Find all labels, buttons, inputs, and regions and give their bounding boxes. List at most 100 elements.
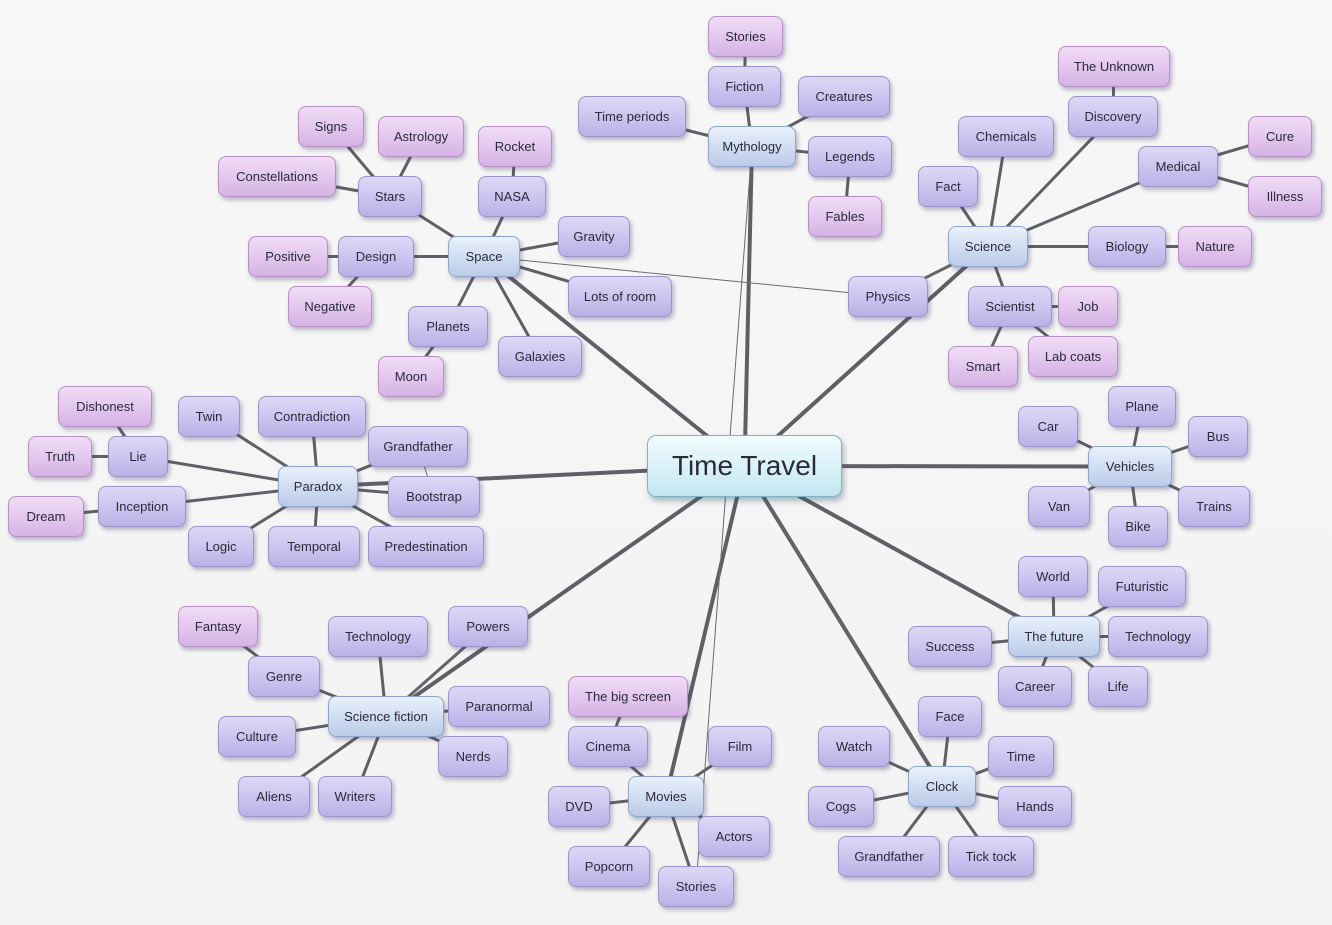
topic-node-pa-dream[interactable]: Dream bbox=[8, 496, 84, 537]
topic-node-sc-nature[interactable]: Nature bbox=[1178, 226, 1252, 267]
topic-node-cl-ticktock[interactable]: Tick tock bbox=[948, 836, 1034, 877]
topic-node-myth-timeperiods[interactable]: Time periods bbox=[578, 96, 686, 137]
topic-node-pa-dishonest[interactable]: Dishonest bbox=[58, 386, 152, 427]
topic-node-clock[interactable]: Clock bbox=[908, 766, 976, 807]
central-topic-root[interactable]: Time Travel bbox=[647, 435, 842, 497]
topic-node-sf-powers[interactable]: Powers bbox=[448, 606, 528, 647]
topic-node-mo-actors[interactable]: Actors bbox=[698, 816, 770, 857]
topic-node-myth-fables[interactable]: Fables bbox=[808, 196, 882, 237]
topic-node-pa-inception[interactable]: Inception bbox=[98, 486, 186, 527]
topic-node-sc-chemicals[interactable]: Chemicals bbox=[958, 116, 1054, 157]
topic-node-sp-signs[interactable]: Signs bbox=[298, 106, 364, 147]
connector-line bbox=[384, 464, 747, 719]
topic-node-sc-discovery[interactable]: Discovery bbox=[1068, 96, 1158, 137]
topic-node-vehicles[interactable]: Vehicles bbox=[1088, 446, 1172, 487]
topic-node-sp-constellations[interactable]: Constellations bbox=[218, 156, 336, 197]
topic-node-fu-career[interactable]: Career bbox=[998, 666, 1072, 707]
topic-node-sc-illness[interactable]: Illness bbox=[1248, 176, 1322, 217]
topic-node-pa-grandfather[interactable]: Grandfather bbox=[368, 426, 468, 467]
topic-node-sp-stars[interactable]: Stars bbox=[358, 176, 422, 217]
topic-node-fu-life[interactable]: Life bbox=[1088, 666, 1148, 707]
topic-node-sc-unknown[interactable]: The Unknown bbox=[1058, 46, 1170, 87]
topic-node-future[interactable]: The future bbox=[1008, 616, 1100, 657]
topic-node-sp-moon[interactable]: Moon bbox=[378, 356, 444, 397]
connector-line bbox=[482, 254, 747, 468]
topic-node-sp-design[interactable]: Design bbox=[338, 236, 414, 277]
topic-node-fu-world[interactable]: World bbox=[1018, 556, 1088, 597]
topic-node-sf-paranormal[interactable]: Paranormal bbox=[448, 686, 550, 727]
topic-node-ve-trains[interactable]: Trains bbox=[1178, 486, 1250, 527]
connector-line bbox=[986, 115, 1115, 248]
topic-node-sp-galaxies[interactable]: Galaxies bbox=[498, 336, 582, 377]
topic-node-ve-car[interactable]: Car bbox=[1018, 406, 1078, 447]
topic-node-sp-lotsofroom[interactable]: Lots of room bbox=[568, 276, 672, 317]
relationship-line bbox=[744, 465, 943, 787]
topic-node-mo-popcorn[interactable]: Popcorn bbox=[568, 846, 650, 887]
topic-node-sf-technology[interactable]: Technology bbox=[328, 616, 428, 657]
topic-node-sp-rocket[interactable]: Rocket bbox=[478, 126, 552, 167]
topic-node-ve-bus[interactable]: Bus bbox=[1188, 416, 1248, 457]
topic-node-sc-scientist[interactable]: Scientist bbox=[968, 286, 1052, 327]
topic-node-sc-labcoats[interactable]: Lab coats bbox=[1028, 336, 1118, 377]
topic-node-cl-face[interactable]: Face bbox=[918, 696, 982, 737]
topic-node-movies[interactable]: Movies bbox=[628, 776, 704, 817]
topic-node-pa-twin[interactable]: Twin bbox=[178, 396, 240, 437]
topic-node-myth-fiction[interactable]: Fiction bbox=[708, 66, 781, 107]
topic-node-mo-bigscreen[interactable]: The big screen bbox=[568, 676, 688, 717]
topic-node-sc-smart[interactable]: Smart bbox=[948, 346, 1018, 387]
topic-node-sp-astrology[interactable]: Astrology bbox=[378, 116, 464, 157]
topic-node-sf-culture[interactable]: Culture bbox=[218, 716, 296, 757]
topic-node-pa-lie[interactable]: Lie bbox=[108, 436, 168, 477]
topic-node-paradox[interactable]: Paradox bbox=[278, 466, 358, 507]
topic-node-myth-creatures[interactable]: Creatures bbox=[798, 76, 890, 117]
topic-node-pa-bootstrap[interactable]: Bootstrap bbox=[388, 476, 480, 517]
topic-node-sp-gravity[interactable]: Gravity bbox=[558, 216, 630, 257]
topic-node-mythology[interactable]: Mythology bbox=[708, 126, 796, 167]
topic-node-sc-medical[interactable]: Medical bbox=[1138, 146, 1218, 187]
topic-node-cl-time[interactable]: Time bbox=[988, 736, 1054, 777]
topic-node-ve-bike[interactable]: Bike bbox=[1108, 506, 1168, 547]
topic-node-cl-watch[interactable]: Watch bbox=[818, 726, 890, 767]
topic-node-mo-cinema[interactable]: Cinema bbox=[568, 726, 648, 767]
topic-node-fu-success[interactable]: Success bbox=[908, 626, 992, 667]
topic-node-sf-aliens[interactable]: Aliens bbox=[238, 776, 310, 817]
connector-line bbox=[664, 464, 747, 799]
topic-node-fu-futuristic[interactable]: Futuristic bbox=[1098, 566, 1186, 607]
topic-node-myth-legends[interactable]: Legends bbox=[808, 136, 892, 177]
topic-node-sp-negative[interactable]: Negative bbox=[288, 286, 372, 327]
topic-node-sf-writers[interactable]: Writers bbox=[318, 776, 392, 817]
topic-node-ve-van[interactable]: Van bbox=[1028, 486, 1090, 527]
topic-node-cl-hands[interactable]: Hands bbox=[998, 786, 1072, 827]
topic-node-myth-stories[interactable]: Stories bbox=[708, 16, 783, 57]
topic-node-pa-contradiction[interactable]: Contradiction bbox=[258, 396, 366, 437]
topic-node-pa-temporal[interactable]: Temporal bbox=[268, 526, 360, 567]
topic-node-fu-technology[interactable]: Technology bbox=[1108, 616, 1208, 657]
topic-node-cl-cogs[interactable]: Cogs bbox=[808, 786, 874, 827]
topic-node-sf-nerds[interactable]: Nerds bbox=[438, 736, 508, 777]
topic-node-sp-nasa[interactable]: NASA bbox=[478, 176, 546, 217]
topic-node-sf-genre[interactable]: Genre bbox=[248, 656, 320, 697]
topic-node-sc-physics[interactable]: Physics bbox=[848, 276, 928, 317]
topic-node-space[interactable]: Space bbox=[448, 236, 520, 277]
topic-node-science[interactable]: Science bbox=[948, 226, 1028, 267]
topic-node-sp-positive[interactable]: Positive bbox=[248, 236, 328, 277]
connector-line bbox=[742, 144, 754, 468]
topic-node-sc-fact[interactable]: Fact bbox=[918, 166, 978, 207]
topic-node-pa-logic[interactable]: Logic bbox=[188, 526, 254, 567]
topic-node-mo-film[interactable]: Film bbox=[708, 726, 772, 767]
topic-node-sc-cure[interactable]: Cure bbox=[1248, 116, 1312, 157]
topic-node-mo-dvd[interactable]: DVD bbox=[548, 786, 610, 827]
topic-node-sf-fantasy[interactable]: Fantasy bbox=[178, 606, 258, 647]
topic-node-sc-job[interactable]: Job bbox=[1058, 286, 1118, 327]
connector-line bbox=[742, 244, 990, 468]
topic-node-mo-stories[interactable]: Stories bbox=[658, 866, 734, 907]
topic-node-scifi[interactable]: Science fiction bbox=[328, 696, 444, 737]
topic-node-cl-grandfather[interactable]: Grandfather bbox=[838, 836, 940, 877]
topic-node-sp-planets[interactable]: Planets bbox=[408, 306, 488, 347]
topic-node-sc-biology[interactable]: Biology bbox=[1088, 226, 1166, 267]
relationship-line bbox=[483, 256, 889, 297]
topic-node-pa-predestination[interactable]: Predestination bbox=[368, 526, 484, 567]
topic-node-ve-plane[interactable]: Plane bbox=[1108, 386, 1176, 427]
topic-node-pa-truth[interactable]: Truth bbox=[28, 436, 92, 477]
